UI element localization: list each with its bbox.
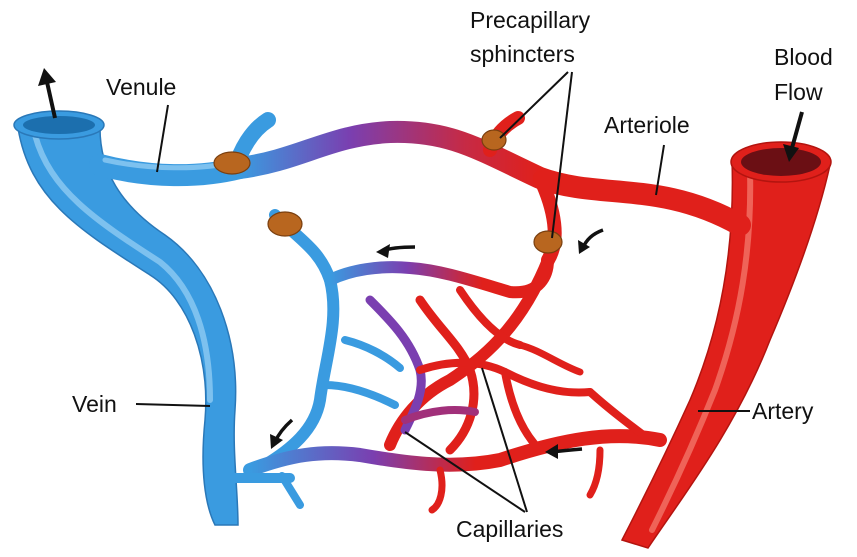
label-precapillary-line2: sphincters bbox=[470, 41, 575, 67]
sphincter-top-branch bbox=[482, 130, 506, 150]
leader-capillaries-a bbox=[405, 432, 525, 512]
flow-arrow-vein-out bbox=[38, 68, 56, 118]
flow-arrow-sphincter bbox=[578, 230, 603, 254]
label-venule: Venule bbox=[106, 74, 176, 100]
capillary-network bbox=[325, 290, 650, 510]
label-artery: Artery bbox=[752, 398, 814, 424]
precapillary-sphincters bbox=[214, 130, 562, 253]
label-blood-flow-line2: Flow bbox=[774, 79, 823, 105]
sphincter-right bbox=[534, 231, 562, 253]
leader-vein bbox=[136, 404, 210, 406]
leader-sphincter-a bbox=[500, 72, 568, 138]
leader-sphincter-b bbox=[552, 72, 572, 238]
leader-venule bbox=[157, 105, 168, 172]
leader-capillaries-b bbox=[482, 368, 527, 512]
label-precapillary-line1: Precapillary bbox=[470, 7, 591, 33]
sphincter-left-top bbox=[214, 152, 250, 174]
flow-arrow-channel bbox=[376, 244, 415, 258]
sphincter-left-branch bbox=[268, 212, 302, 236]
label-arteriole: Arteriole bbox=[604, 112, 690, 138]
label-capillaries: Capillaries bbox=[456, 516, 563, 542]
label-blood-flow-line1: Blood bbox=[774, 44, 833, 70]
label-vein: Vein bbox=[72, 391, 117, 417]
